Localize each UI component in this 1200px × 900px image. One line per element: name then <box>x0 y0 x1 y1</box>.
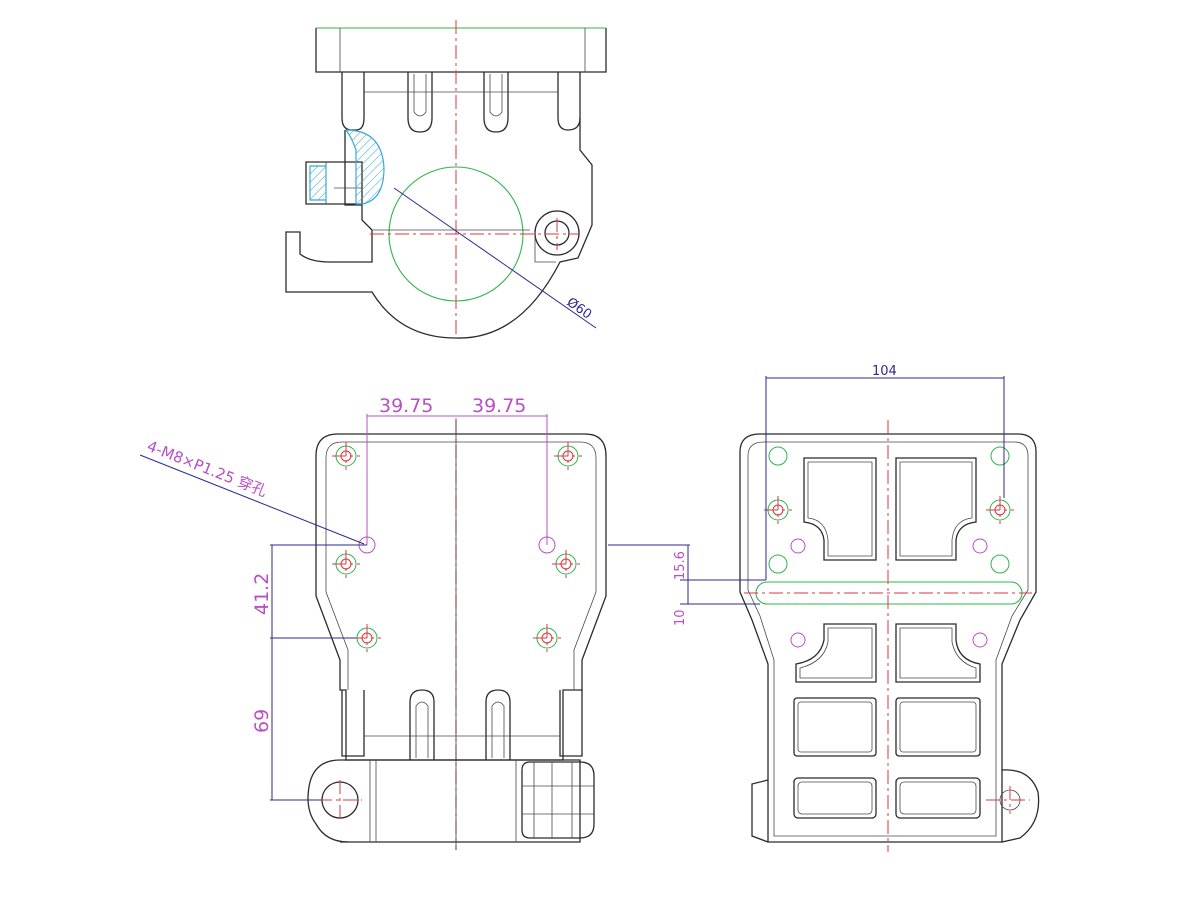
diameter-label: Ø60 <box>564 295 595 323</box>
top-view-fins <box>341 72 581 133</box>
side-view-dims: 104 15.6 10 <box>608 364 1005 626</box>
side-view-hinge-lug <box>1001 769 1040 843</box>
dim-slot-width: 10 <box>673 609 688 626</box>
dim-half-left: 39.75 <box>379 395 433 417</box>
front-view: 39.75 39.75 41.2 69 4-M8×P1.25 穿孔 <box>139 395 607 850</box>
front-view-clamp-bar <box>340 759 581 843</box>
side-view-cutouts <box>793 457 981 819</box>
dim-vertical-lower: 69 <box>251 709 273 733</box>
dim-half-right: 39.75 <box>472 395 526 417</box>
top-view-header-block <box>315 28 607 73</box>
hole-note-leader <box>139 454 365 545</box>
dim-horizontal-half: 39.75 39.75 <box>366 395 548 545</box>
front-view-holes <box>332 442 582 652</box>
dim-vertical: 41.2 69 <box>251 544 367 801</box>
top-view-body-outline <box>285 118 593 339</box>
hatched-thread <box>309 165 327 201</box>
hatched-section <box>344 129 385 205</box>
front-view-plate <box>315 433 607 761</box>
side-view-holes <box>764 446 1030 814</box>
front-view-fins <box>341 689 583 760</box>
dim-vertical-upper: 41.2 <box>251 573 273 615</box>
top-view: Ø60 <box>285 20 607 339</box>
side-view: 104 15.6 10 <box>608 364 1040 852</box>
front-view-hinge-lug <box>307 759 349 843</box>
dim-width: 104 <box>872 364 897 379</box>
front-view-bolt-head <box>521 761 595 839</box>
dim-slot-offset: 15.6 <box>673 551 688 580</box>
diameter-leader <box>393 187 597 329</box>
hole-note: 4-M8×P1.25 穿孔 <box>145 437 270 500</box>
